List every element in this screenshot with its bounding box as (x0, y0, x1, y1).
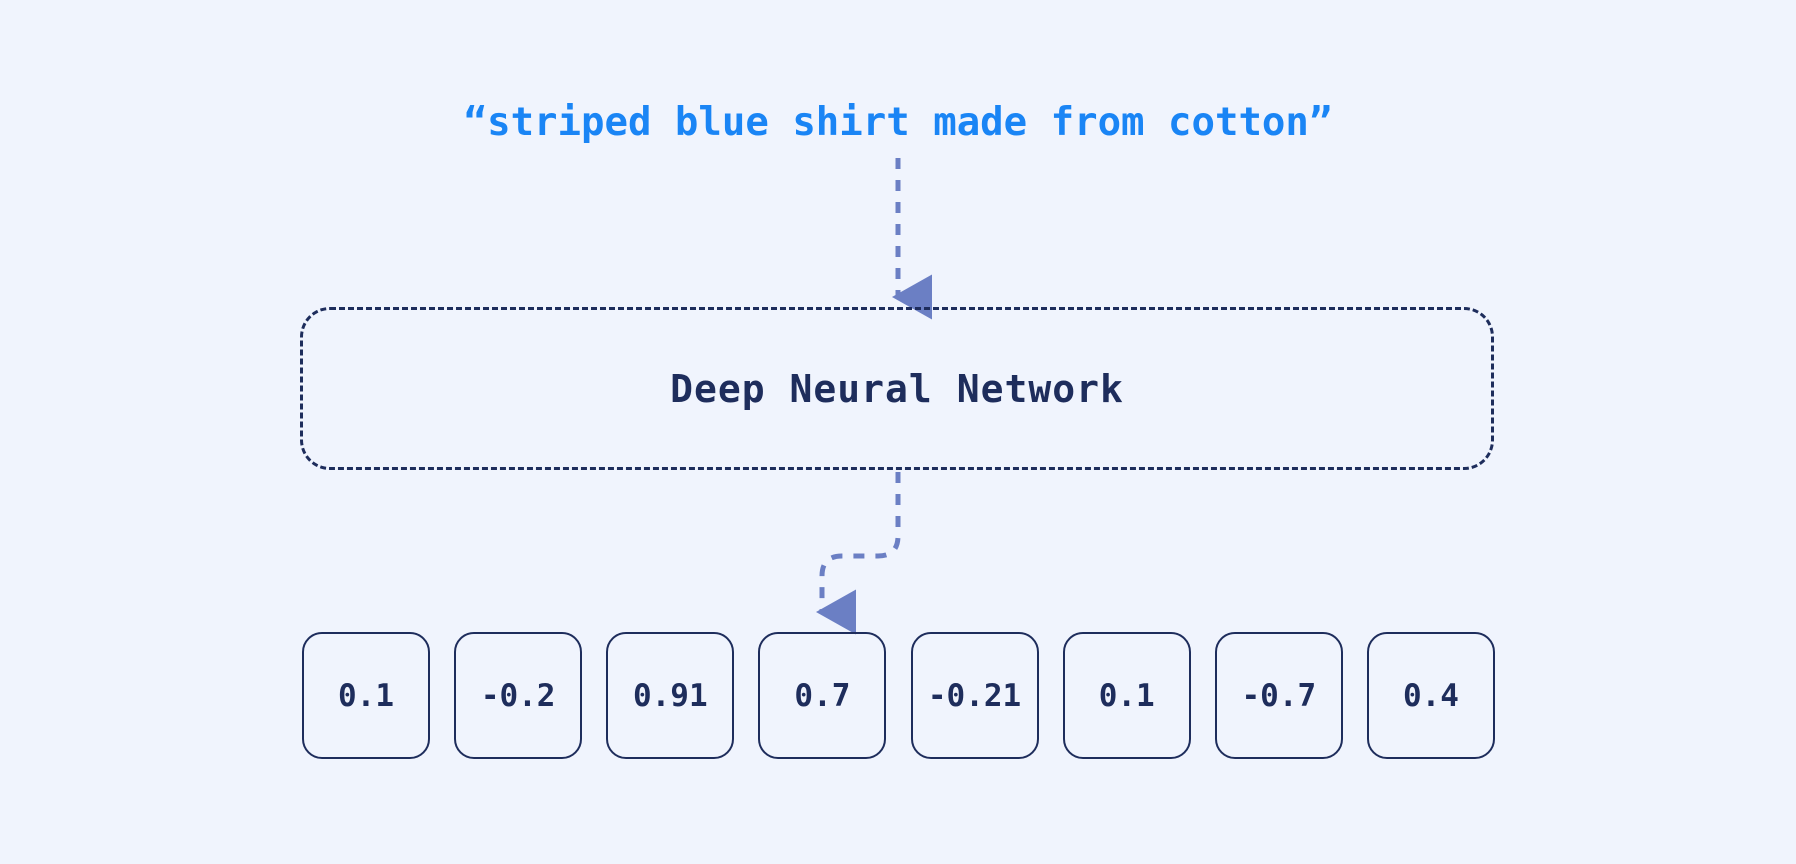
embedding-cell: 0.1 (302, 632, 430, 759)
embedding-cell: 0.1 (1062, 632, 1191, 759)
embedding-cell-value: -0.7 (1241, 677, 1317, 714)
embedding-cell: -0.7 (1214, 632, 1343, 759)
embedding-cell-value: 0.7 (794, 677, 851, 714)
embedding-vector-row: 0.1 -0.2 0.91 0.7 -0.21 0.1 -0.7 0.4 (302, 632, 1495, 759)
deep-neural-network-label: Deep Neural Network (670, 366, 1124, 411)
embedding-cell: -0.2 (454, 632, 583, 759)
embedding-cell-value: 0.4 (1402, 677, 1459, 714)
embedding-cell: -0.21 (910, 632, 1039, 759)
arrow-model-to-embedding (815, 472, 901, 635)
embedding-cell-value: -0.2 (480, 677, 556, 714)
deep-neural-network-block: Deep Neural Network (300, 307, 1494, 470)
embedding-cell: 0.91 (606, 632, 735, 759)
embedding-cell-value: 0.1 (338, 677, 394, 714)
embedding-cell-value: -0.21 (927, 677, 1022, 714)
embedding-cell-value: 0.91 (632, 677, 708, 714)
input-text-caption: “striped blue shirt made from cotton” (463, 100, 1333, 145)
embedding-cell: 0.7 (758, 632, 887, 759)
embedding-cell: 0.4 (1366, 632, 1495, 759)
embedding-cell-value: 0.1 (1098, 677, 1155, 714)
